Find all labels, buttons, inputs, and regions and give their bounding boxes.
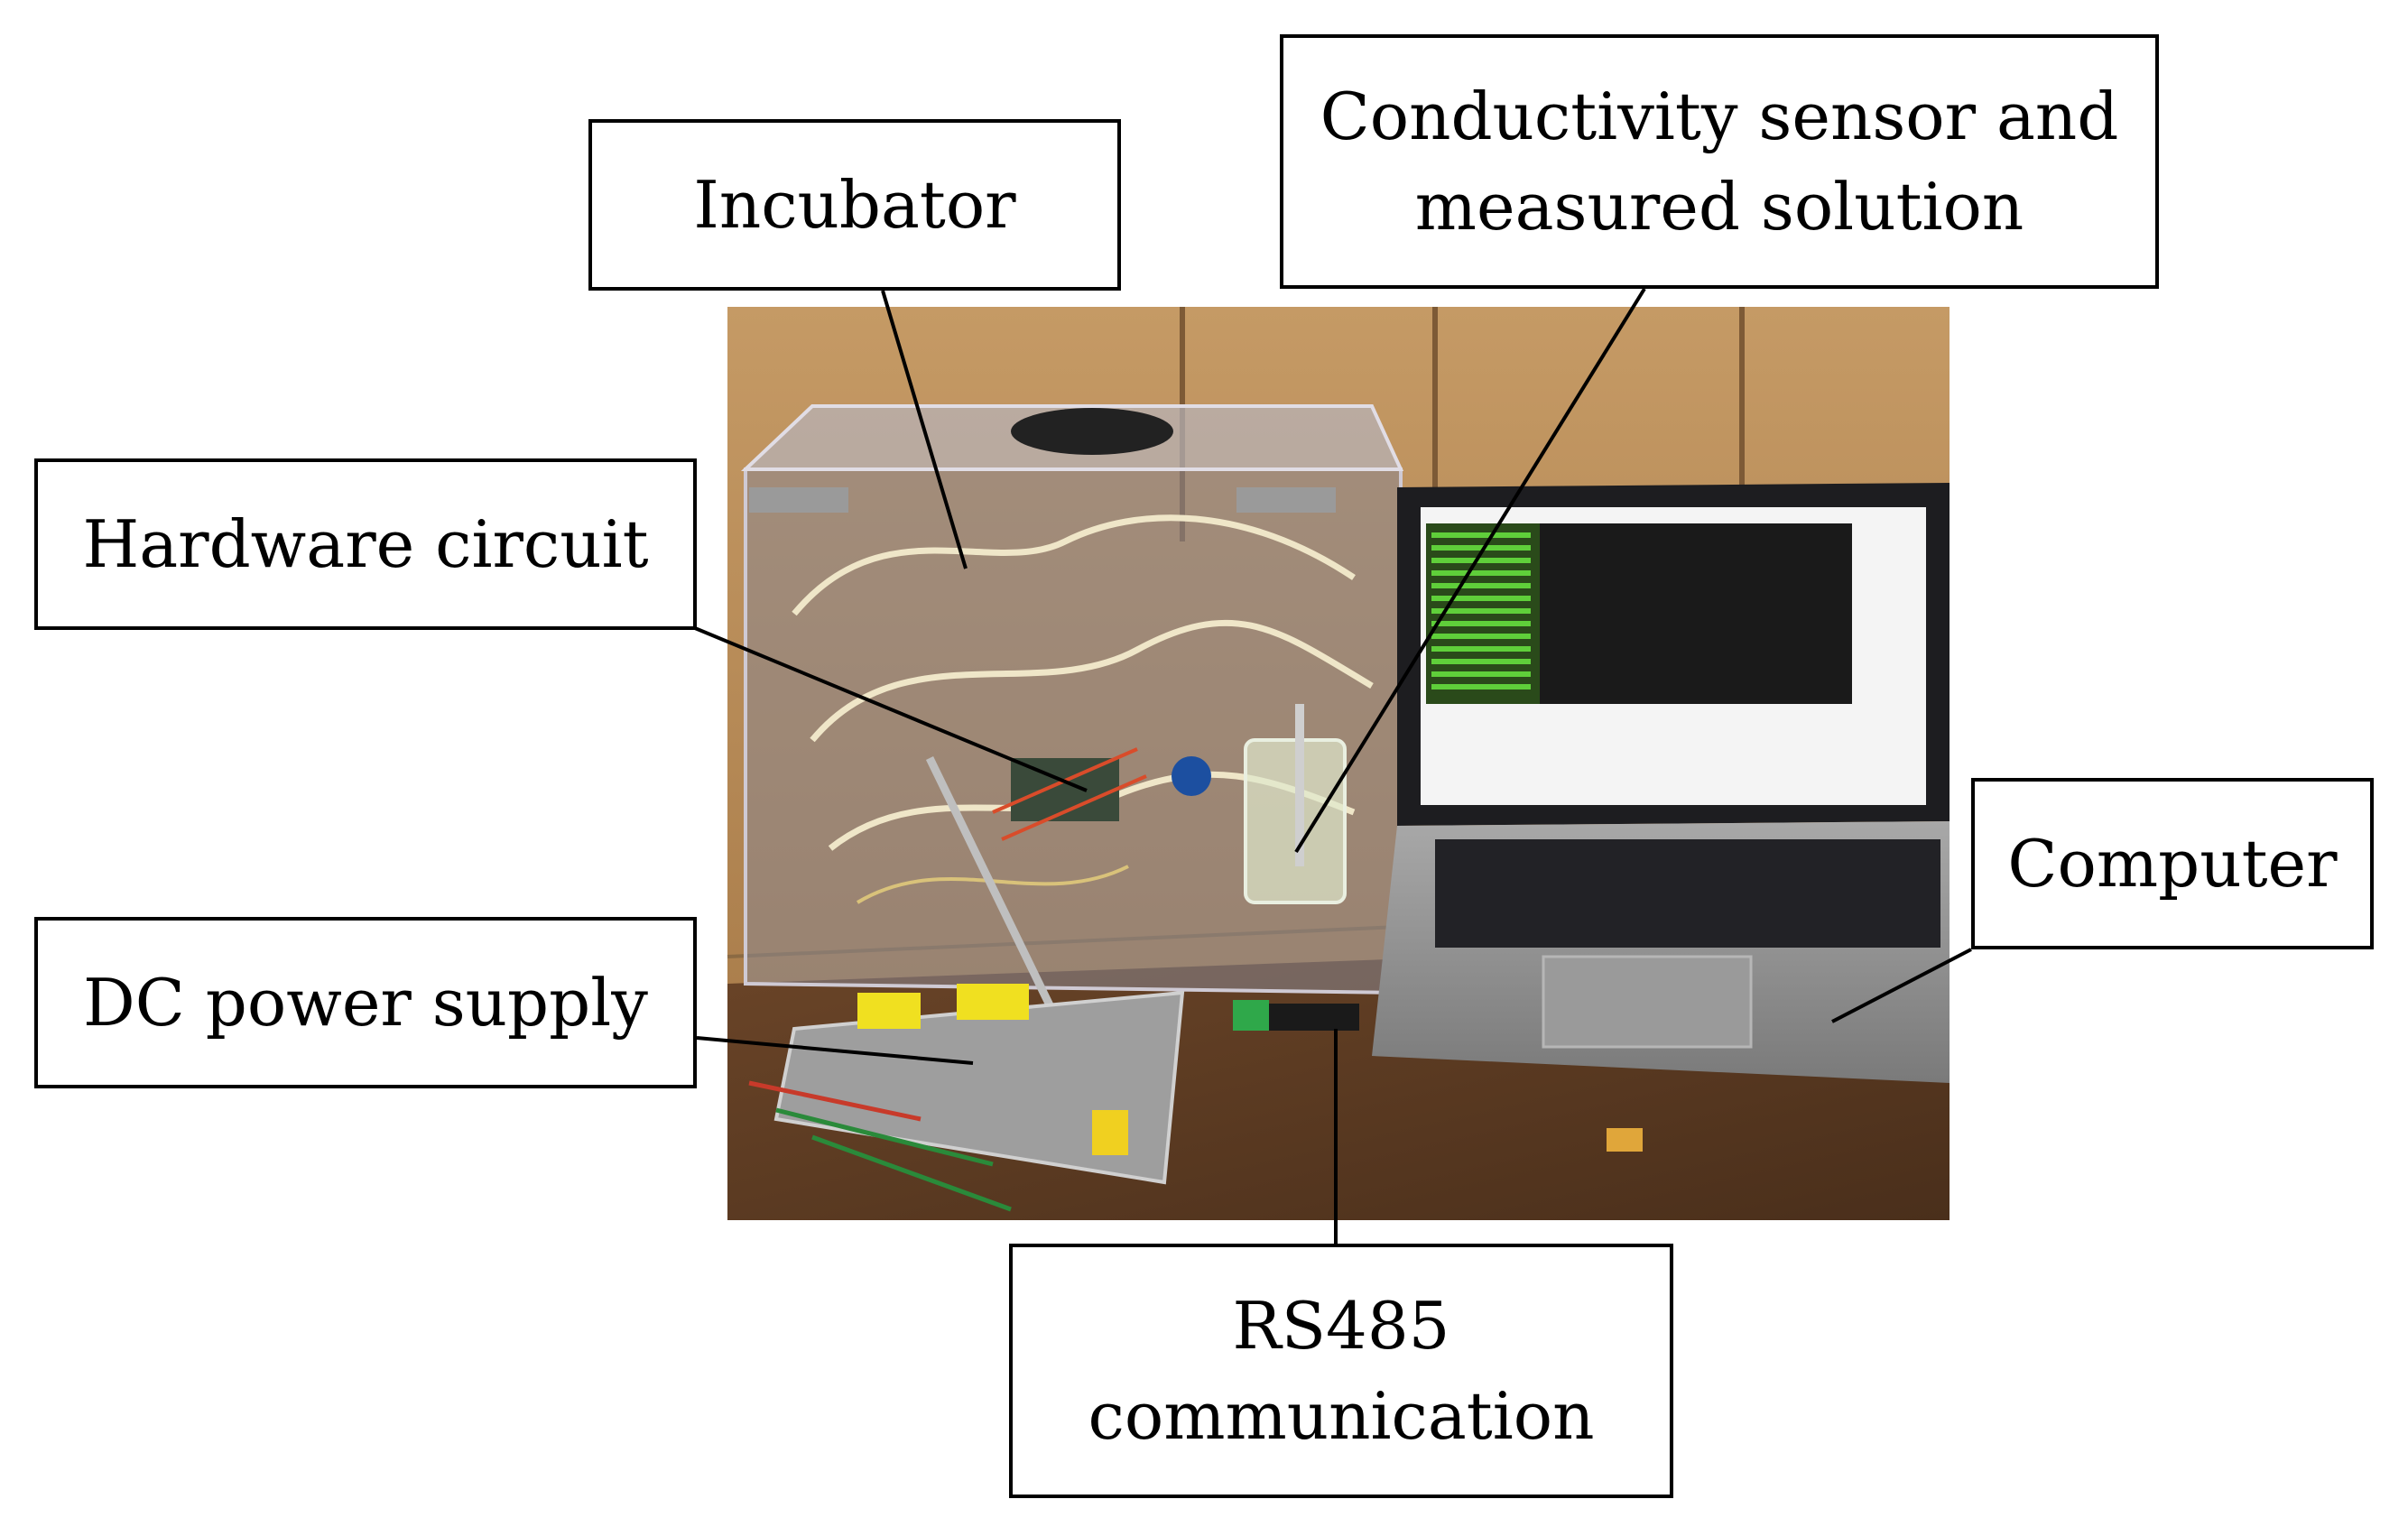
conductivity-label-line1: Conductivity sensor and — [1320, 79, 2119, 154]
dc-power-supply-photo — [748, 984, 1185, 1212]
rs485-label-line1: RS485 — [1232, 1288, 1450, 1364]
dcpower-leader — [696, 1036, 974, 1065]
hardware-circuit-label-box: Hardware circuit — [34, 458, 697, 630]
conductivity-label-line2: measured solution — [1414, 169, 2024, 245]
rs485-label-line2: communication — [1088, 1378, 1595, 1454]
dc-power-supply-label-box: DC power supply — [34, 917, 697, 1088]
incubator-label: Incubator — [693, 167, 1016, 243]
dc-power-supply-label: DC power supply — [83, 965, 648, 1041]
rs485-label-box: RS485 communication — [1009, 1244, 1673, 1498]
laptop-photo — [1372, 483, 1950, 1083]
conductivity-sensor-label-box: Conductivity sensor and measured solutio… — [1280, 34, 2159, 289]
conductivity-leader — [1294, 287, 1646, 854]
incubator-leader — [881, 290, 968, 569]
incubator-label-box: Incubator — [588, 119, 1121, 291]
hardware-circuit-label: Hardware circuit — [82, 506, 649, 582]
computer-leader — [1831, 948, 1972, 1023]
rs485-module-photo — [1233, 1000, 1359, 1031]
computer-label: Computer — [2007, 826, 2338, 902]
computer-label-box: Computer — [1971, 778, 2374, 949]
hardware-leader — [694, 626, 1088, 792]
